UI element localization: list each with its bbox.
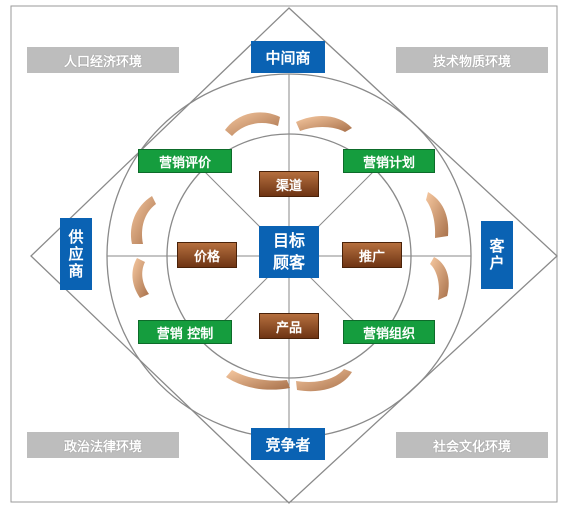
outer-frame <box>10 5 558 503</box>
party-intermediary: 中间商 <box>251 41 325 73</box>
mix-price: 价格 <box>177 242 237 268</box>
center-label-line2: 顾客 <box>272 253 305 272</box>
target-customer-center: 目标 顾客 <box>259 226 319 278</box>
cycle-arrow-right-upper <box>426 192 449 238</box>
party-supplier: 供应商 <box>60 218 92 290</box>
mix-promotion: 推广 <box>342 242 402 268</box>
env-society-culture: 社会文化环境 <box>396 432 548 458</box>
env-technology-material: 技术物质环境 <box>396 47 548 73</box>
center-label-line1: 目标 <box>272 231 305 250</box>
cycle-arrow-right-lower <box>430 257 449 300</box>
outer-diamond <box>30 7 558 504</box>
env-population-economy: 人口经济环境 <box>27 47 179 73</box>
cycle-arrow-top-left <box>225 112 280 136</box>
party-customer: 客户 <box>481 221 513 289</box>
party-competitor: 竞争者 <box>251 428 325 460</box>
cycle-arrow-bottom-right <box>296 369 352 392</box>
env-politics-law: 政治法律环境 <box>27 432 179 458</box>
cycle-arrow-left-lower <box>132 258 149 298</box>
cycle-arrow-bottom-left <box>226 370 290 390</box>
mix-channel: 渠道 <box>259 171 319 197</box>
cycle-arrow-top-right <box>296 116 352 132</box>
cycle-arrow-left-upper <box>130 196 156 244</box>
marketing-organization: 营销组织 <box>343 320 435 344</box>
marketing-control: 营销 控制 <box>138 320 232 344</box>
marketing-planning: 营销计划 <box>343 149 435 173</box>
mix-product: 产品 <box>259 313 319 339</box>
marketing-evaluation: 营销评价 <box>138 149 232 173</box>
